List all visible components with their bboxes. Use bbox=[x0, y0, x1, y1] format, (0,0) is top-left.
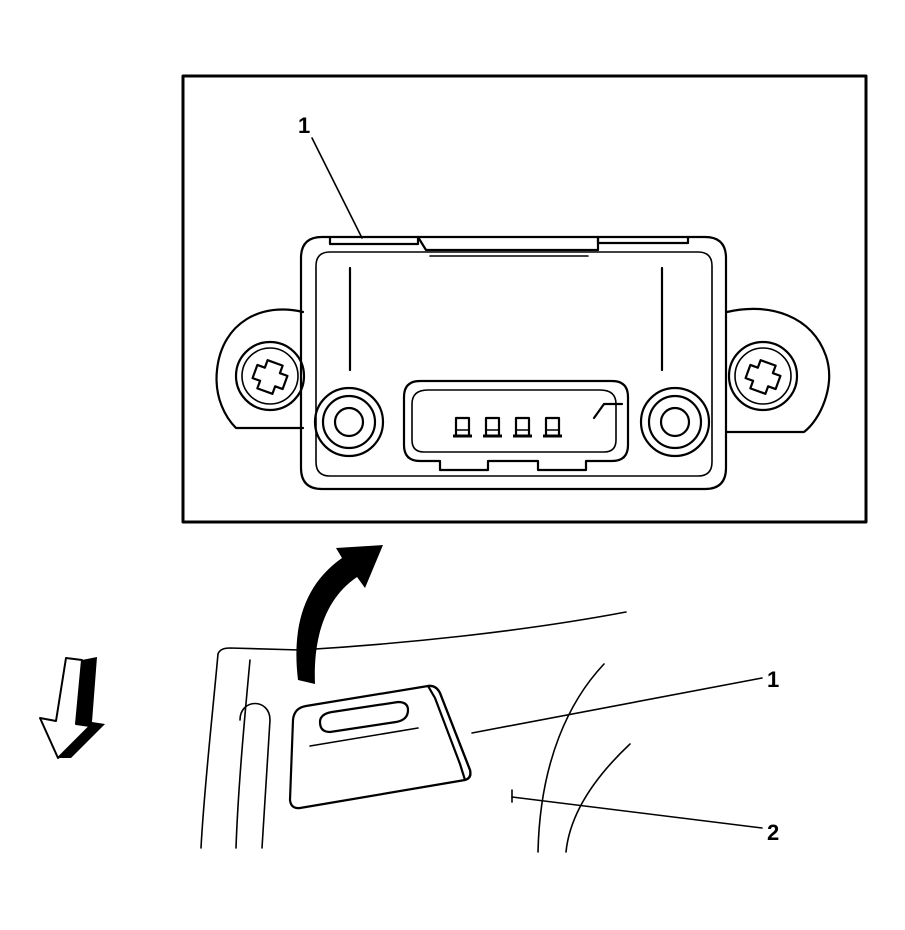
trim-curve-1 bbox=[537, 663, 605, 853]
main-view: 1 2 bbox=[200, 611, 779, 853]
front-direction-arrow-icon bbox=[39, 657, 105, 759]
left-mounting-ear bbox=[215, 308, 306, 430]
main-callout-2-leader bbox=[511, 796, 763, 829]
trim-curve-2 bbox=[565, 743, 631, 853]
detail-inset: 1 bbox=[181, 74, 868, 524]
module-component bbox=[288, 684, 472, 810]
connector-icon bbox=[402, 379, 630, 472]
pillar-outer-edge bbox=[200, 653, 219, 849]
headliner-edge bbox=[217, 611, 627, 655]
pillar-inner-edge bbox=[235, 659, 251, 849]
grommet-icon bbox=[313, 386, 385, 458]
zoom-arrow-icon bbox=[296, 545, 383, 684]
module-housing bbox=[299, 235, 728, 491]
detail-callout-1: 1 bbox=[298, 113, 310, 138]
grommet-icon bbox=[639, 386, 711, 458]
detail-frame bbox=[181, 74, 868, 524]
screw-icon bbox=[251, 359, 289, 395]
right-mounting-ear bbox=[725, 307, 831, 434]
detail-callout-1-leader bbox=[311, 137, 363, 239]
pillar-slot bbox=[239, 702, 271, 849]
connector-terminals bbox=[453, 416, 562, 438]
main-callout-1: 1 bbox=[767, 667, 779, 692]
main-callout-2: 2 bbox=[767, 820, 779, 845]
screw-icon bbox=[744, 359, 782, 395]
main-callout-1-leader bbox=[471, 677, 763, 734]
